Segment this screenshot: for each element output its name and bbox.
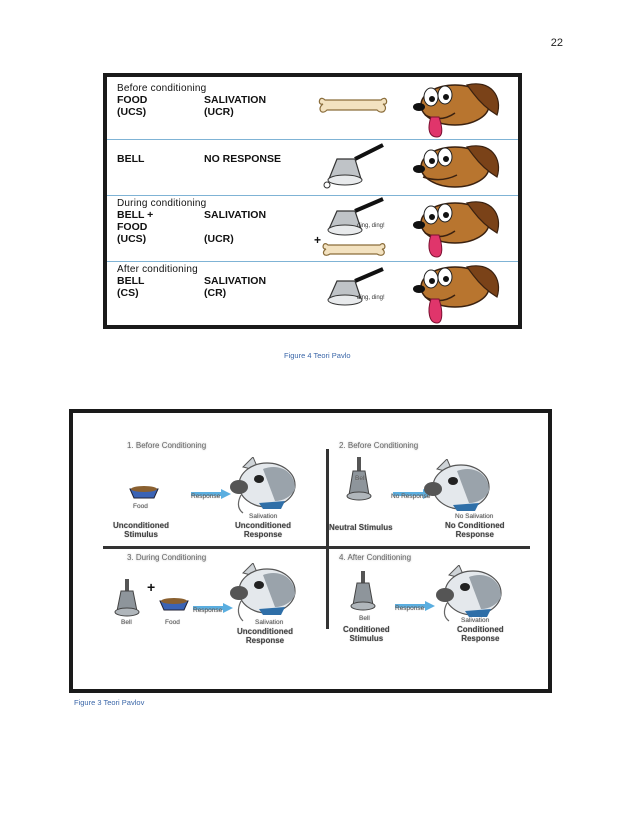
- horizontal-divider: [103, 546, 530, 549]
- arrow-icon: [395, 601, 435, 611]
- quadrant-3-title: 3. During Conditioning: [127, 553, 207, 562]
- response-label: Response: [193, 607, 223, 614]
- dog-icon: [413, 145, 499, 188]
- unconditioned-stimulus-caption: Unconditioned Stimulus: [113, 521, 169, 539]
- ding-text: ding, ding!: [357, 295, 385, 301]
- neutral-stimulus-caption: Neutral Stimulus: [329, 523, 393, 532]
- bell-icon: [327, 267, 384, 306]
- arrow-icon: [393, 489, 433, 499]
- quadrant-2-title: 2. Before Conditioning: [339, 441, 419, 450]
- figure-4-caption: Figure 4 Teori Pavlo: [284, 351, 351, 360]
- no-conditioned-response-caption: No Conditioned Response: [445, 521, 505, 539]
- salivating-dog-icon: [413, 201, 499, 258]
- row-before-conditioning-food: Before conditioning FOOD (UCS) SALIVATIO…: [107, 77, 518, 140]
- dog-head-icon: [230, 457, 296, 514]
- bell-label: Bell: [121, 619, 132, 626]
- arrow-icon: [191, 489, 231, 499]
- conditioned-response-caption: Conditioned Response: [457, 625, 504, 643]
- quadrant-4-title: 4. After Conditioning: [339, 553, 412, 562]
- bell-label: Bell: [359, 615, 370, 622]
- salivation-label: Salivation: [249, 513, 278, 520]
- salivating-dog-head-icon: [436, 565, 502, 622]
- plus-sign: +: [314, 233, 322, 247]
- stage-label: After conditioning: [117, 264, 198, 275]
- stimulus-label: FOOD (UCS): [117, 94, 148, 118]
- salivation-label: Salivation: [461, 617, 490, 624]
- bone-icon: [318, 97, 388, 113]
- row-after-conditioning: After conditioning BELL (CS) SALIVATION …: [107, 261, 518, 325]
- bell-icon: [323, 143, 384, 189]
- stage-label: During conditioning: [117, 198, 207, 209]
- vertical-divider: [326, 449, 329, 629]
- dog-head-icon: [424, 459, 490, 511]
- bell-icon: [114, 579, 140, 617]
- conditioned-stimulus-caption: Conditioned Stimulus: [343, 625, 390, 643]
- figure-4-pavlov-diagram: Before conditioning FOOD (UCS) SALIVATIO…: [103, 73, 522, 329]
- no-salivation-label: No Salivation: [455, 513, 494, 520]
- response-label: SALIVATION (UCR): [204, 94, 267, 118]
- salivating-dog-icon: [413, 265, 499, 324]
- figure-3-caption: Figure 3 Teori Pavlov: [74, 698, 145, 707]
- response-label: SALIVATION (UCR): [204, 209, 267, 245]
- response-label: Response: [191, 493, 221, 500]
- unconditioned-response-caption: Unconditioned Response: [237, 627, 293, 645]
- response-label: NO RESPONSE: [204, 153, 282, 165]
- salivation-label: Salivation: [255, 619, 284, 626]
- bone-icon: [322, 243, 386, 256]
- unconditioned-response-caption: Unconditioned Response: [235, 521, 291, 539]
- response-label: Response: [395, 605, 425, 612]
- stage-label: Before conditioning: [117, 83, 207, 94]
- row-bell-no-response: BELL NO RESPONSE: [107, 139, 518, 196]
- bell-label: Bell: [355, 475, 366, 482]
- stimulus-label: BELL + FOOD (UCS): [117, 209, 154, 245]
- food-bowl-icon: [159, 598, 189, 611]
- figure-3-pavlov-diagram: 1. Before Conditioning Food Response Sal…: [69, 409, 552, 693]
- bell-icon: [346, 457, 372, 501]
- response-label: SALIVATION (CR): [204, 275, 267, 299]
- row-during-conditioning: During conditioning BELL + FOOD (UCS) SA…: [107, 195, 518, 262]
- stimulus-label: BELL (CS): [117, 275, 145, 299]
- page-number: 22: [550, 37, 563, 49]
- salivating-dog-icon: [413, 83, 499, 138]
- ding-text: ding, ding!: [357, 223, 385, 229]
- food-bowl-icon: [129, 486, 159, 499]
- bell-icon: [327, 197, 384, 236]
- food-label: Food: [165, 619, 180, 626]
- food-label: Food: [133, 503, 148, 510]
- arrow-icon: [193, 603, 233, 613]
- quadrant-1-title: 1. Before Conditioning: [127, 441, 207, 450]
- no-response-label: No Response: [391, 493, 431, 500]
- plus-sign: +: [147, 579, 156, 595]
- bell-icon: [350, 571, 376, 611]
- salivating-dog-head-icon: [230, 563, 296, 622]
- stimulus-label: BELL: [117, 153, 145, 165]
